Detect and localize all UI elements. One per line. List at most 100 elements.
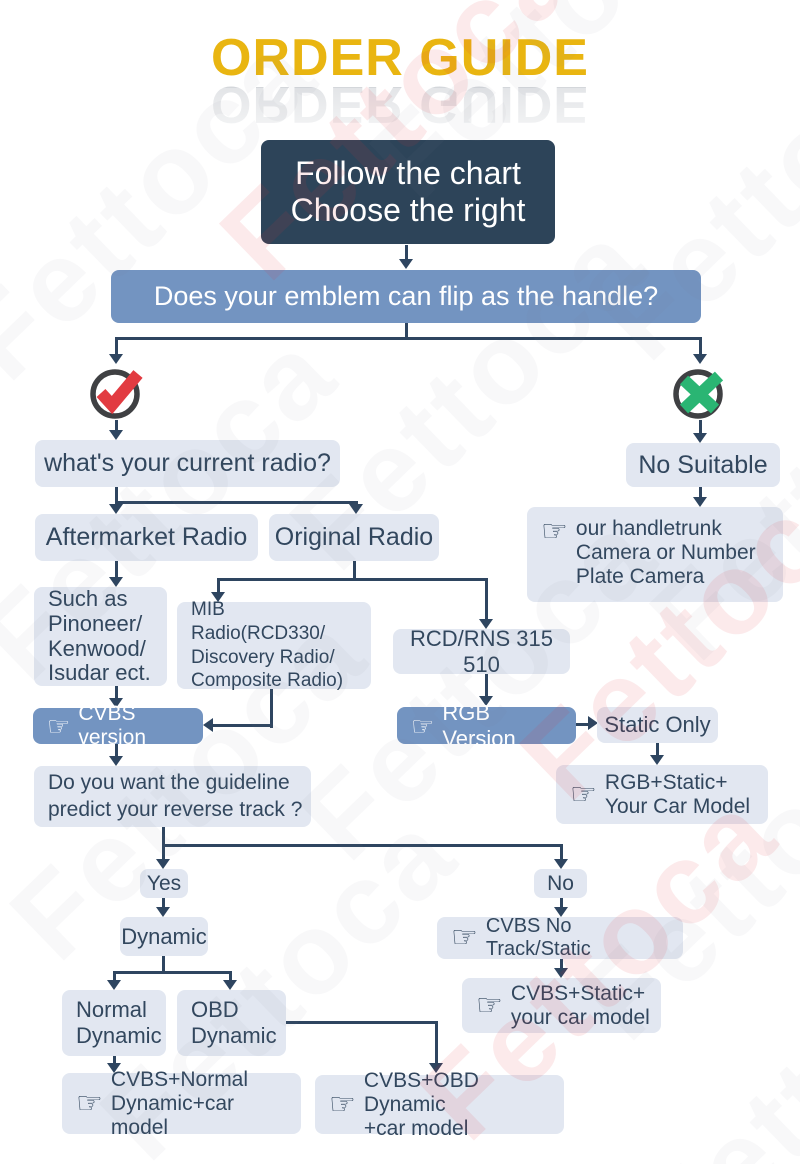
pointing-hand-icon: ☞ [570, 777, 597, 811]
connector-line [162, 956, 165, 974]
arrowhead [109, 354, 123, 364]
connector-line [435, 1021, 438, 1064]
arrowhead [107, 1063, 121, 1073]
node-normal-dynamic: Normal Dynamic [62, 990, 166, 1056]
arrowhead [554, 907, 568, 917]
node-yes: Yes [140, 869, 188, 898]
connector-line [286, 1021, 438, 1024]
arrowhead [109, 756, 123, 766]
node-start: Follow the chart Choose the right [261, 140, 555, 244]
connector-line [217, 578, 220, 594]
connector-line [115, 685, 118, 700]
connector-line [699, 337, 702, 355]
arrowhead [554, 859, 568, 869]
arrowhead [693, 497, 707, 507]
node-rcd-rns: RCD/RNS 315 510 [393, 626, 570, 677]
connector-line [115, 337, 118, 355]
connector-line [270, 688, 273, 728]
connector-line [113, 971, 232, 974]
node-cvbs-obd-label: CVBS+OBD Dynamic +car model [363, 1068, 479, 1140]
node-cvbs-version-label: CVBS version [78, 702, 147, 749]
pointing-hand-icon: ☞ [76, 1086, 103, 1120]
arrowhead [107, 980, 121, 990]
connector-line [115, 420, 118, 431]
connector-line [560, 898, 563, 909]
connector-line [115, 744, 118, 758]
node-rgb-static-result: ☞ RGB+Static+ Your Car Model [556, 765, 768, 824]
connector-line [113, 1056, 116, 1065]
connector-line [576, 723, 589, 726]
pointing-hand-icon: ☞ [411, 710, 435, 741]
connector-line [162, 898, 165, 909]
pointing-hand-icon: ☞ [451, 921, 478, 954]
node-cvbs-normal-result: ☞ CVBS+Normal Dynamic+car model [62, 1068, 301, 1139]
arrowhead [588, 716, 598, 730]
cross-icon [673, 369, 724, 419]
arrowhead [399, 259, 413, 269]
node-no: No [534, 869, 587, 898]
node-cvbs-no-track-label: CVBS No Track/Static [485, 915, 591, 960]
arrowhead [554, 968, 568, 978]
connector-line [405, 245, 408, 260]
node-cvbs-normal-label: CVBS+Normal Dynamic+car model [110, 1067, 249, 1139]
connector-line [656, 742, 659, 757]
node-mib-radio: MIB Radio(RCD330/ Discovery Radio/ Compo… [177, 599, 371, 691]
page-title: ORDER GUIDE [211, 29, 589, 87]
connector-line [560, 959, 563, 969]
node-dynamic: Dynamic [120, 917, 208, 956]
arrowhead [156, 859, 170, 869]
pointing-hand-icon: ☞ [47, 711, 71, 741]
node-static-only: Static Only [597, 707, 718, 743]
node-cvbs-no-track-result: ☞ CVBS No Track/Static [437, 915, 683, 960]
connector-line [213, 724, 273, 727]
connector-line [560, 844, 563, 860]
connector-line [162, 844, 563, 847]
node-cvbs-version: ☞ CVBS version [33, 702, 203, 749]
connector-line [115, 337, 702, 340]
node-cvbs-obd-result: ☞ CVBS+OBD Dynamic +car model [315, 1069, 564, 1140]
node-handletrunk-label: our handletrunk Camera or Number Plate C… [575, 517, 756, 588]
node-current-radio-question: what's your current radio? [35, 440, 340, 487]
node-cvbs-static-label: CVBS+Static+ your car model [510, 981, 650, 1029]
connector-line [485, 578, 488, 620]
connector-line [115, 501, 358, 504]
connector-line [353, 561, 356, 581]
node-aftermarket-radio: Aftermarket Radio [35, 514, 258, 561]
connector-line [485, 673, 488, 698]
arrowhead [479, 696, 493, 706]
arrowhead [693, 433, 707, 443]
node-no-suitable: No Suitable [626, 443, 780, 487]
arrowhead [109, 577, 123, 587]
node-rgb-version: ☞ RGB Version [397, 700, 576, 751]
arrowhead [203, 718, 213, 732]
arrowhead [109, 504, 123, 514]
node-original-radio: Original Radio [269, 514, 439, 561]
node-guideline-question: Do you want the guideline predict your r… [34, 766, 311, 827]
connector-line [162, 827, 165, 847]
connector-line [699, 487, 702, 499]
arrowhead [109, 698, 123, 708]
pointing-hand-icon: ☞ [329, 1087, 356, 1121]
arrowhead [349, 504, 363, 514]
arrowhead [223, 980, 237, 990]
arrowhead [109, 430, 123, 440]
arrowhead [211, 592, 225, 602]
arrowhead [650, 755, 664, 765]
arrowhead [429, 1063, 443, 1073]
pointing-hand-icon: ☞ [541, 515, 568, 548]
node-aftermarket-examples: Such as Pinoneer/ Kenwood/ Isudar ect. [34, 586, 167, 686]
arrowhead [479, 619, 493, 629]
connector-line [229, 971, 232, 982]
connector-line [115, 561, 118, 578]
connector-line [162, 844, 165, 860]
arrowhead [693, 354, 707, 364]
connector-line [355, 501, 358, 506]
node-cvbs-static-result: ☞ CVBS+Static+ your car model [462, 978, 661, 1033]
node-emblem-question: Does your emblem can flip as the handle? [111, 270, 701, 323]
title-block: ORDER GUIDE ORDER GUIDE [0, 29, 800, 180]
node-rgb-static-label: RGB+Static+ Your Car Model [604, 770, 751, 818]
node-rgb-version-label: RGB Version [442, 699, 516, 751]
connector-line [217, 578, 486, 581]
connector-line [405, 322, 408, 339]
